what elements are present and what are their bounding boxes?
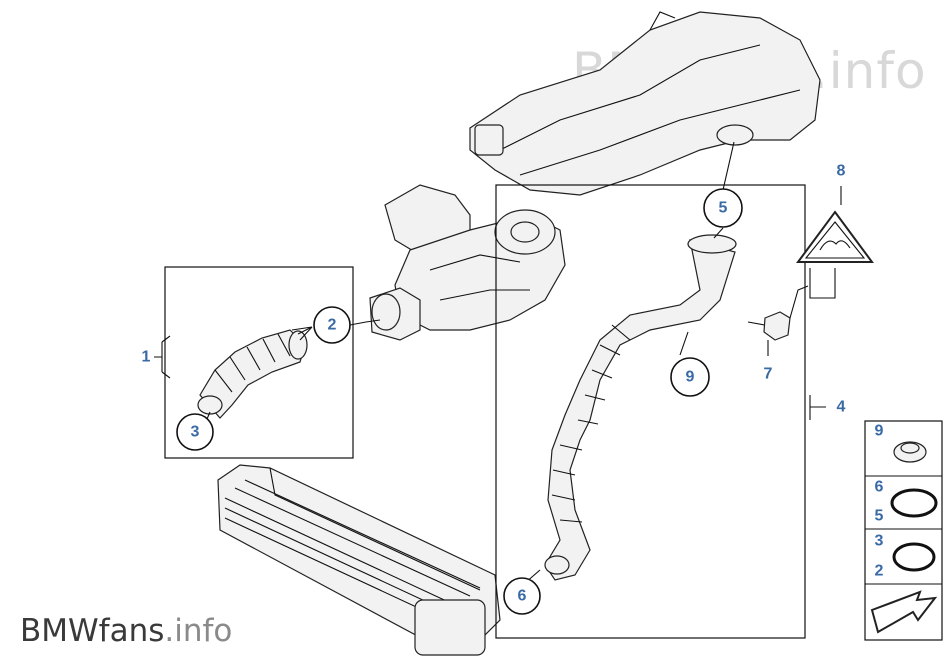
callout-3: 3 [176,413,214,451]
svg-text:3: 3 [191,424,200,441]
svg-text:6: 6 [875,479,884,496]
charge-air-pipe-9 [544,234,737,581]
kit-item-ring-small: 3 2 [875,533,936,580]
sensor-part-7 [747,285,809,341]
watermark-brand: BMWfans [20,613,165,649]
callout-9: 9 [670,357,710,397]
svg-text:9: 9 [686,369,695,386]
svg-text:3: 3 [875,533,884,550]
svg-text:2: 2 [328,317,337,334]
svg-text:9: 9 [875,423,884,440]
group-4-box [495,184,806,639]
group-1-box [164,266,354,459]
svg-text:1: 1 [142,349,151,366]
svg-text:8: 8 [837,163,846,180]
callout-4: 4 [837,399,846,416]
callout-8: 8 [837,163,846,180]
kit-item-ring-large: 6 5 [875,479,938,525]
callout-5: 5 [703,188,743,228]
svg-text:2: 2 [875,563,884,580]
intake-manifold [469,11,821,196]
svg-text:5: 5 [875,508,884,525]
intercooler [217,464,501,656]
callout-6: 6 [503,577,541,615]
kit-item-grommet: 9 [875,423,927,463]
arrow-icon [870,590,938,634]
hose-part-3 [197,329,308,419]
warning-label-8 [796,210,874,263]
watermark-bottom: BMWfans.info [20,613,232,649]
svg-text:4: 4 [837,399,846,416]
callout-2: 2 [313,306,351,344]
svg-text:7: 7 [764,366,773,383]
watermark-ext: .info [164,613,233,649]
kit-panel: 9 6 5 3 2 [864,420,943,641]
callout-7: 7 [764,366,773,383]
callout-1: 1 [142,349,151,366]
svg-text:5: 5 [719,200,728,217]
turbocharger [369,184,566,341]
svg-text:6: 6 [518,588,527,605]
